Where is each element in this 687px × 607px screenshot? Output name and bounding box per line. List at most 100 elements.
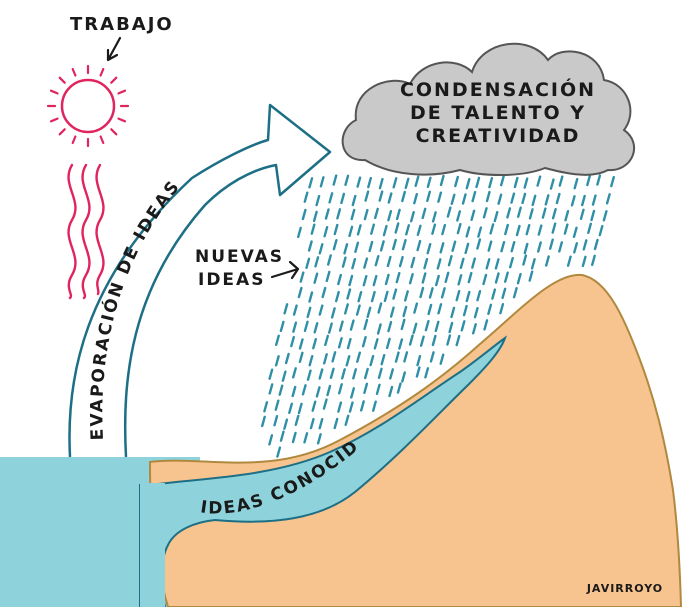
raindrop	[448, 321, 454, 334]
raindrop	[457, 274, 463, 286]
raindrop	[523, 242, 529, 255]
raindrop	[375, 383, 381, 395]
raindrop	[596, 174, 602, 186]
raindrop	[372, 400, 377, 412]
raindrop	[424, 320, 430, 332]
raindrop	[587, 222, 592, 235]
raindrop	[351, 194, 357, 207]
raindrop	[581, 194, 586, 207]
raindrop	[476, 238, 482, 250]
cloud-label-line-3: CREATIVIDAD	[416, 125, 581, 147]
raindrop	[310, 223, 316, 235]
raindrop	[537, 241, 542, 253]
sun-ray	[110, 76, 118, 84]
raindrop	[348, 274, 354, 287]
raindrop	[328, 322, 333, 334]
raindrop	[350, 387, 355, 399]
raindrop	[610, 175, 615, 188]
raindrop	[367, 176, 372, 189]
raindrop	[404, 177, 410, 190]
raindrop	[485, 258, 491, 270]
raindrop	[363, 257, 369, 269]
raindrop	[303, 320, 309, 332]
raindrop	[327, 254, 332, 266]
raindrop	[377, 367, 383, 379]
raindrop	[500, 240, 506, 253]
raindrop	[473, 307, 479, 319]
raindrop	[416, 239, 422, 252]
raindrop	[416, 354, 422, 367]
raindrop	[299, 271, 305, 283]
raindrop	[303, 191, 309, 203]
raindrop	[461, 193, 467, 205]
raindrop	[378, 177, 384, 190]
raindrop	[318, 368, 324, 380]
raindrop	[470, 209, 476, 222]
raindrop	[337, 401, 343, 413]
raindrop	[579, 208, 585, 221]
raindrop	[439, 174, 445, 187]
raindrop	[521, 192, 527, 205]
raindrop	[493, 210, 499, 223]
raindrop	[306, 369, 312, 381]
raindrop	[306, 306, 312, 319]
new-ideas-label-line-1: NUEVAS	[195, 247, 284, 267]
raindrop	[477, 226, 483, 238]
raindrop	[261, 415, 266, 428]
raindrop	[370, 223, 375, 235]
raindrop	[404, 290, 409, 302]
river	[139, 335, 508, 607]
raindrop	[525, 223, 531, 236]
raindrop	[368, 240, 374, 253]
cloud-label-line-2: DE TALENTO Y	[410, 102, 586, 124]
raindrop	[512, 287, 518, 299]
raindrop	[431, 211, 437, 223]
raindrop	[465, 177, 471, 190]
raindrop	[504, 271, 509, 283]
raindrop	[374, 255, 380, 267]
raindrop	[352, 368, 357, 380]
raindrop	[410, 210, 415, 223]
sun-ray	[49, 89, 59, 95]
raindrop	[545, 255, 550, 267]
raindrop	[419, 286, 425, 299]
raindrop	[387, 320, 393, 333]
raindrop	[421, 207, 427, 220]
raindrop	[475, 176, 481, 189]
raindrop	[515, 224, 521, 237]
raindrop	[482, 273, 488, 286]
raindrop	[284, 352, 290, 365]
sun-rays	[46, 64, 130, 148]
raindrop	[403, 351, 409, 363]
raindrop	[283, 418, 289, 430]
raindrop	[323, 353, 328, 365]
raindrop	[318, 304, 324, 316]
sun-label: TRABAJO	[70, 14, 174, 35]
raindrop	[268, 368, 274, 380]
raindrop	[414, 175, 420, 188]
raindrop	[274, 399, 280, 411]
raindrop	[482, 207, 488, 219]
raindrop	[394, 222, 400, 234]
raindrop	[341, 256, 347, 268]
raindrop	[602, 210, 608, 222]
raindrop	[593, 238, 599, 251]
raindrop	[573, 177, 579, 190]
raindrop	[494, 258, 500, 270]
raindrop	[298, 351, 304, 363]
raindrop	[537, 224, 543, 236]
raindrop	[346, 337, 352, 350]
raindrop	[400, 318, 406, 331]
raindrop	[549, 178, 555, 190]
raindrop	[487, 303, 493, 315]
raindrop	[413, 192, 418, 205]
raindrop	[446, 334, 452, 346]
raindrop	[326, 384, 332, 397]
raindrop	[435, 274, 440, 287]
raindrop	[324, 334, 329, 347]
raindrop	[362, 275, 368, 287]
raindrop	[510, 240, 516, 253]
raindrop	[506, 207, 512, 219]
raindrop	[354, 241, 360, 254]
raindrop	[321, 286, 327, 299]
